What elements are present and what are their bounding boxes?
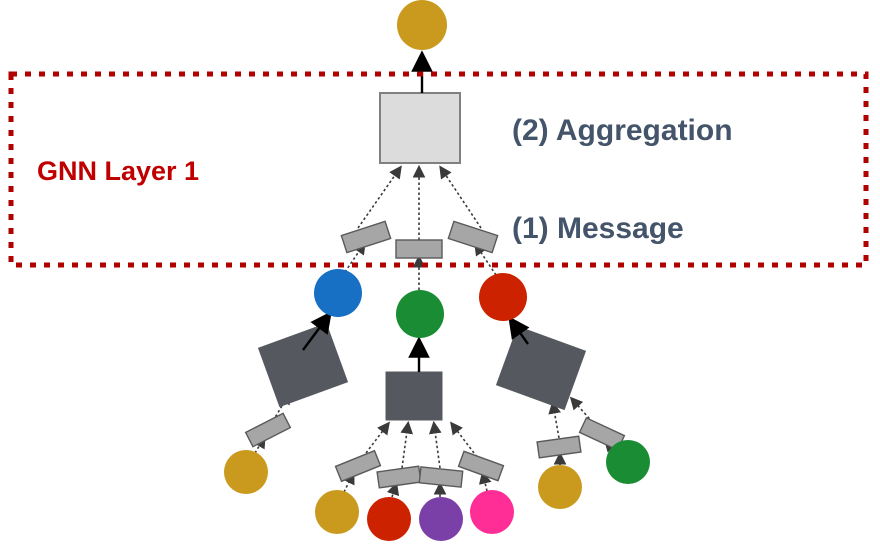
edge-leftbox-to-blue xyxy=(302,311,332,351)
node-pink-bottom-c4 xyxy=(470,490,514,534)
edge-rightbox-to-red xyxy=(508,316,530,345)
edge-msgC3-to-centerbox xyxy=(428,420,442,469)
message-box-top-center xyxy=(395,239,443,259)
edge-msgR1-to-rightbox xyxy=(548,400,561,439)
message-box-right-1 xyxy=(536,435,582,459)
node-red-mid-right xyxy=(479,273,527,321)
node-gold-bottom-c1 xyxy=(315,490,359,534)
edge-blue-to-msg-left xyxy=(344,241,366,273)
gnn-layer-label: GNN Layer 1 xyxy=(37,156,199,186)
gnn-layer-boundary-box xyxy=(8,71,869,268)
aggregation-box-right xyxy=(495,325,587,411)
message-box-center-1 xyxy=(334,449,382,483)
edge-msgC4-to-centerbox xyxy=(450,421,478,458)
step-label-aggregation: (2) Aggregation xyxy=(512,114,733,147)
edge-msg-right-to-agg xyxy=(439,165,482,229)
aggregation-box-left xyxy=(257,322,349,408)
edge-msgC2-to-centerbox xyxy=(400,420,414,469)
edge-msg-left-to-agg xyxy=(357,165,402,229)
aggregation-box-group xyxy=(257,92,587,421)
message-box-group xyxy=(244,220,626,489)
edge-msgC1-to-centerbox xyxy=(362,421,390,458)
edge-redC2-to-msgC2 xyxy=(386,481,400,498)
node-red-bottom-c2 xyxy=(367,497,411,541)
target-node-gold-top xyxy=(397,0,447,50)
edge-red-to-msg-right xyxy=(474,242,497,276)
message-box-center-3 xyxy=(418,466,464,488)
node-purple-bottom-c3 xyxy=(419,497,463,541)
message-box-top-right xyxy=(447,220,499,254)
node-group xyxy=(224,0,650,541)
aggregation-box-center xyxy=(385,371,443,421)
message-box-center-2 xyxy=(376,465,422,489)
node-green-bottom-right xyxy=(606,440,650,484)
node-blue-mid-left xyxy=(314,269,362,317)
message-box-top-left xyxy=(340,220,392,254)
node-gold-bottom-left xyxy=(224,450,268,494)
aggregation-box-layer2 xyxy=(379,92,461,164)
step-label-message: (1) Message xyxy=(512,212,684,245)
node-green-mid-center xyxy=(396,290,444,338)
message-box-left-branch xyxy=(244,412,292,448)
node-gold-bottom-right xyxy=(538,465,582,509)
message-box-center-4 xyxy=(457,450,505,482)
